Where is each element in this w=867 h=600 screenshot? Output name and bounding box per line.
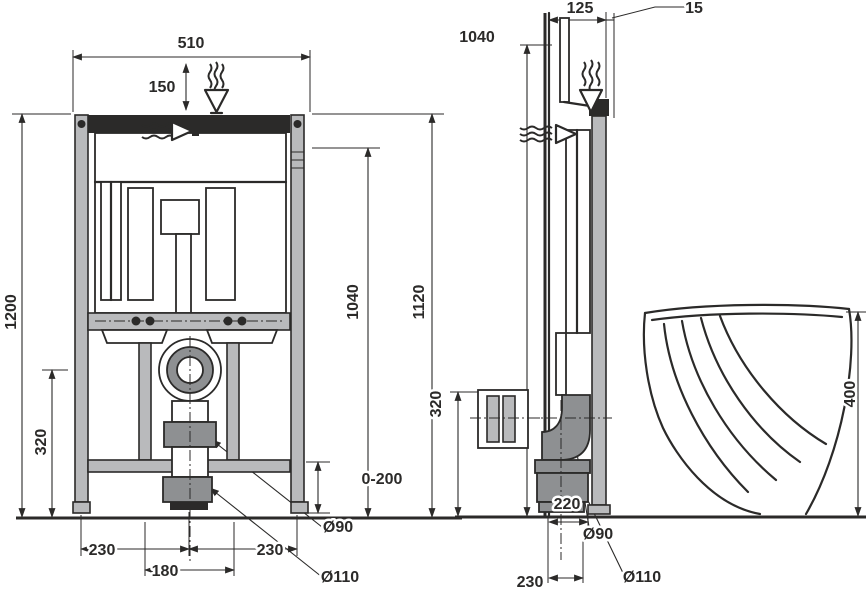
drain-socket-lower bbox=[162, 476, 213, 503]
side-mounting-bracket bbox=[477, 389, 540, 449]
front-left-foot bbox=[72, 501, 91, 514]
front-left-post-hole bbox=[77, 120, 86, 128]
water-flow-side-arrow-icon-side bbox=[519, 123, 578, 145]
label-outlet-dia-side: Ø110 bbox=[623, 569, 661, 586]
label-flushpipe-dia-side: Ø90 bbox=[583, 526, 613, 543]
dim-panel-gap: 15 bbox=[685, 0, 703, 17]
front-drain-assembly bbox=[158, 336, 222, 562]
side-dimension-lines bbox=[454, 16, 862, 582]
water-flow-side-arrow-icon bbox=[141, 120, 199, 142]
front-frame bbox=[72, 114, 309, 514]
side-extension-lines bbox=[450, 6, 866, 583]
label-outlet-dia-front: Ø110 bbox=[321, 569, 359, 586]
dim-overall-height: 1200 bbox=[3, 294, 20, 330]
side-inlet-boss bbox=[192, 126, 199, 136]
front-lower-assembly bbox=[87, 312, 291, 473]
front-top-crossbar bbox=[88, 115, 290, 133]
dim-outlet-height-side: 320 bbox=[428, 391, 445, 418]
dim-water-height-side: 1040 bbox=[459, 29, 495, 46]
dim-frame-depth: 125 bbox=[567, 0, 594, 17]
threaded-rod-left bbox=[138, 342, 152, 461]
dim-fixing-right: 230 bbox=[257, 542, 284, 559]
front-view bbox=[12, 50, 462, 578]
side-frame bbox=[555, 17, 611, 515]
front-cistern bbox=[93, 132, 288, 314]
supply-pipe bbox=[559, 17, 570, 103]
side-socket-body bbox=[536, 472, 589, 503]
dim-water-connection: 1040 bbox=[345, 284, 362, 320]
wc-mounting-plate-right bbox=[205, 329, 279, 344]
flush-valve-head bbox=[160, 199, 200, 235]
dim-frame-top-height: 1120 bbox=[411, 285, 428, 320]
side-drain-assembly bbox=[470, 394, 612, 560]
dim-inlet-offset: 150 bbox=[149, 79, 176, 96]
dim-outlet-distance: 220 bbox=[554, 496, 581, 513]
flush-mechanism-left bbox=[127, 187, 154, 301]
front-right-foot bbox=[290, 501, 309, 514]
side-view bbox=[450, 6, 866, 583]
dim-leg-adjustment: 0-200 bbox=[362, 471, 403, 488]
flush-valve-pipe bbox=[175, 233, 192, 314]
dim-bowl-height: 400 bbox=[842, 381, 859, 408]
water-flow-down-arrow-icon bbox=[203, 61, 230, 115]
flush-mechanism-right bbox=[205, 187, 236, 301]
dim-frame-width: 510 bbox=[178, 35, 205, 52]
wc-bowl-outline bbox=[642, 303, 853, 516]
dim-fixing-left: 230 bbox=[89, 542, 116, 559]
front-right-post bbox=[290, 114, 305, 503]
label-flushpipe-dia-front: Ø90 bbox=[323, 519, 353, 536]
threaded-rod-right bbox=[226, 342, 240, 461]
drain-socket-base bbox=[170, 502, 208, 510]
side-foot bbox=[587, 504, 611, 515]
side-post bbox=[591, 115, 607, 506]
cistern-support-bar bbox=[87, 312, 291, 331]
dim-outlet-height-front: 320 bbox=[33, 429, 50, 456]
water-flow-down-arrow-icon-side bbox=[578, 59, 604, 114]
flush-pipe-side bbox=[555, 332, 567, 396]
dim-rod-spacing: 180 bbox=[152, 563, 179, 580]
wc-mounting-plate-left bbox=[100, 329, 169, 344]
dim-socket-distance: 230 bbox=[517, 574, 544, 591]
side-socket-flange bbox=[534, 459, 591, 474]
front-left-post bbox=[74, 114, 89, 503]
front-right-post-hole bbox=[293, 120, 302, 128]
